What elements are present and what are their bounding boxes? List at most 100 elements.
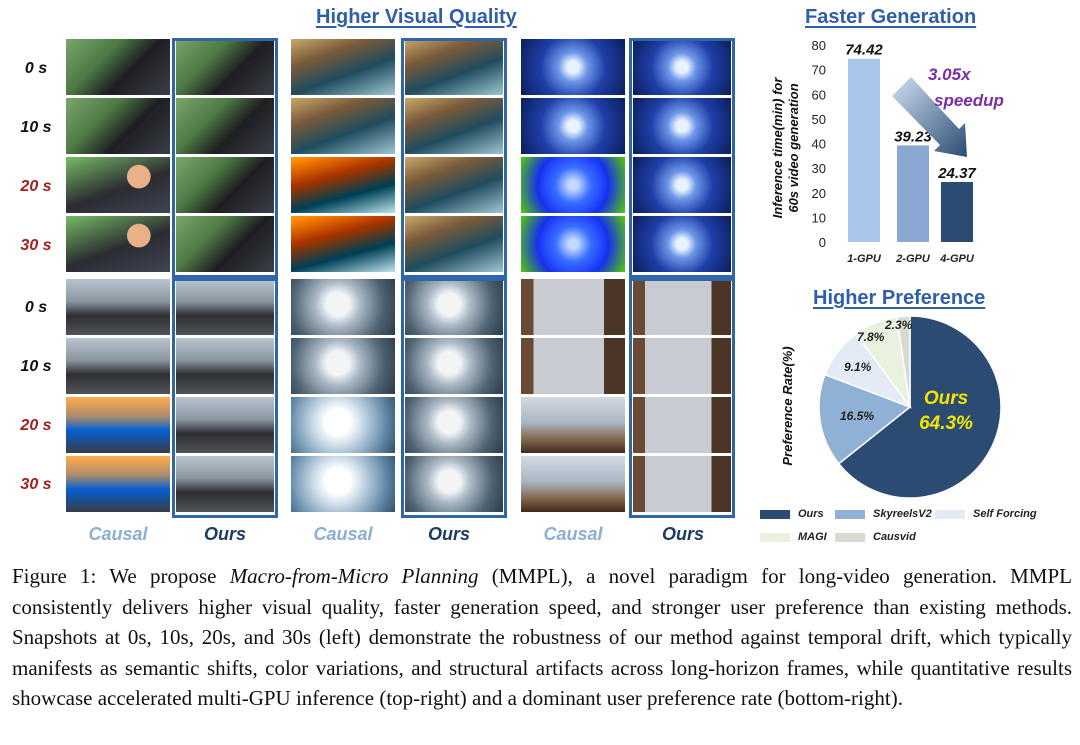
figure-caption: Figure 1: We propose Macro-from-Micro Pl… xyxy=(12,561,1072,714)
column-label-causal-3: Causal xyxy=(543,524,603,544)
video-frame xyxy=(632,215,732,273)
legend-label: Self Forcing xyxy=(973,508,1037,520)
column-label-ours-3: Ours xyxy=(661,524,704,544)
pie-slice-skyreelsv2 xyxy=(818,373,912,465)
bar-4-GPU xyxy=(941,181,973,242)
pie-label-magi: 7.8% xyxy=(857,330,885,344)
column-label-ours-2: Ours xyxy=(427,524,470,544)
video-frame xyxy=(290,455,396,513)
legend-swatch xyxy=(760,509,790,519)
video-frame xyxy=(290,156,396,214)
video-frame xyxy=(520,337,626,395)
bar-y-tick-label: 20 xyxy=(812,186,826,201)
video-frame xyxy=(632,455,732,513)
ours-column-highlight xyxy=(401,278,507,518)
column-label-ours-1: Ours xyxy=(203,524,246,544)
ours-column-highlight xyxy=(172,38,278,278)
video-frame xyxy=(632,337,732,395)
bar-1-GPU xyxy=(848,58,880,242)
video-frame xyxy=(520,156,626,214)
bar-y-tick-label: 50 xyxy=(812,112,826,127)
video-frame xyxy=(175,215,275,273)
ours-column-highlight xyxy=(629,278,735,518)
legend-swatch xyxy=(760,532,790,542)
video-frame xyxy=(404,278,504,336)
bar-y-tick-label: 30 xyxy=(812,161,826,176)
video-frame xyxy=(520,396,626,454)
speedup-arrow xyxy=(892,77,967,157)
video-frame xyxy=(520,278,626,336)
bar-category-label: 2-GPU xyxy=(895,253,931,265)
video-frame xyxy=(404,156,504,214)
video-frame xyxy=(632,278,732,336)
time-label-30s-b: 30 s xyxy=(20,476,52,493)
video-frame xyxy=(65,337,171,395)
legend-swatch xyxy=(835,509,865,519)
bar-2-GPU xyxy=(897,145,929,242)
pie-slice-ours xyxy=(837,315,1002,499)
bar-y-tick-label: 70 xyxy=(812,63,826,78)
pie-y-axis-label: Preference Rate(%) xyxy=(780,346,795,465)
video-frame xyxy=(632,396,732,454)
video-frame xyxy=(175,455,275,513)
video-frame xyxy=(632,156,732,214)
time-label-30s: 30 s xyxy=(20,237,52,254)
time-label-10s-b: 10 s xyxy=(20,358,52,375)
legend-item-skyreels: SkyreelsV2 xyxy=(835,508,932,520)
faster-generation-title: Faster Generation xyxy=(805,6,977,28)
video-frame xyxy=(290,97,396,155)
video-frame xyxy=(290,278,396,336)
legend-label: Ours xyxy=(798,508,824,520)
pie-label-causvid: 2.3% xyxy=(884,318,913,332)
figure-label: Figure 1: xyxy=(12,564,97,588)
time-label-20s: 20 s xyxy=(20,178,52,195)
video-frame xyxy=(632,97,732,155)
video-frame xyxy=(65,278,171,336)
legend-swatch xyxy=(935,509,965,519)
legend-item-causvid: Causvid xyxy=(835,531,916,543)
video-frame xyxy=(175,97,275,155)
time-label-10s: 10 s xyxy=(20,119,52,136)
caption-text-after: (MMPL), a novel paradigm for long-video … xyxy=(12,564,1072,710)
higher-preference-title: Higher Preference xyxy=(813,287,986,309)
video-frame xyxy=(290,396,396,454)
video-frame xyxy=(404,97,504,155)
ours-column-highlight xyxy=(172,278,278,518)
visual-quality-title: Higher Visual Quality xyxy=(316,6,517,28)
preference-pie-chart: Preference Rate(%) 16.5% 9.1% 7.8% 2.3% … xyxy=(780,315,1002,499)
column-label-causal-2: Causal xyxy=(313,524,373,544)
video-frame xyxy=(404,396,504,454)
bar-value-label: 74.42 xyxy=(845,42,883,59)
video-frame xyxy=(404,455,504,513)
bar-y-tick-label: 10 xyxy=(812,210,826,225)
pie-label-ours-name: Ours xyxy=(924,388,968,409)
video-frame xyxy=(404,38,504,96)
bar-value-label: 39.23 xyxy=(894,128,932,145)
video-frame xyxy=(65,97,171,155)
video-frame xyxy=(65,396,171,454)
pie-label-ours-percent: 64.3% xyxy=(919,413,973,434)
legend-item-magi: MAGI xyxy=(760,531,827,543)
video-frame xyxy=(65,455,171,513)
video-frame xyxy=(290,38,396,96)
legend-item-ours: Ours xyxy=(760,508,824,520)
bar-y-axis-label-line1: Inference time(min) for xyxy=(770,77,785,219)
pie-slice-causvid xyxy=(896,315,911,408)
video-frame xyxy=(520,215,626,273)
video-frame xyxy=(65,156,171,214)
video-frame xyxy=(175,337,275,395)
video-frame xyxy=(175,156,275,214)
legend-swatch xyxy=(835,532,865,542)
video-frame xyxy=(520,38,626,96)
bar-value-label: 24.37 xyxy=(937,165,976,182)
time-label-0s-b: 0 s xyxy=(24,299,48,316)
ours-column-highlight xyxy=(629,38,735,278)
column-label-causal-1: Causal xyxy=(88,524,148,544)
video-frame xyxy=(175,38,275,96)
bar-y-tick-label: 80 xyxy=(812,38,826,53)
pie-label-self-forcing: 9.1% xyxy=(844,360,872,374)
legend-item-self-forcing: Self Forcing xyxy=(935,508,1037,520)
video-frame xyxy=(290,215,396,273)
video-frame xyxy=(175,278,275,336)
